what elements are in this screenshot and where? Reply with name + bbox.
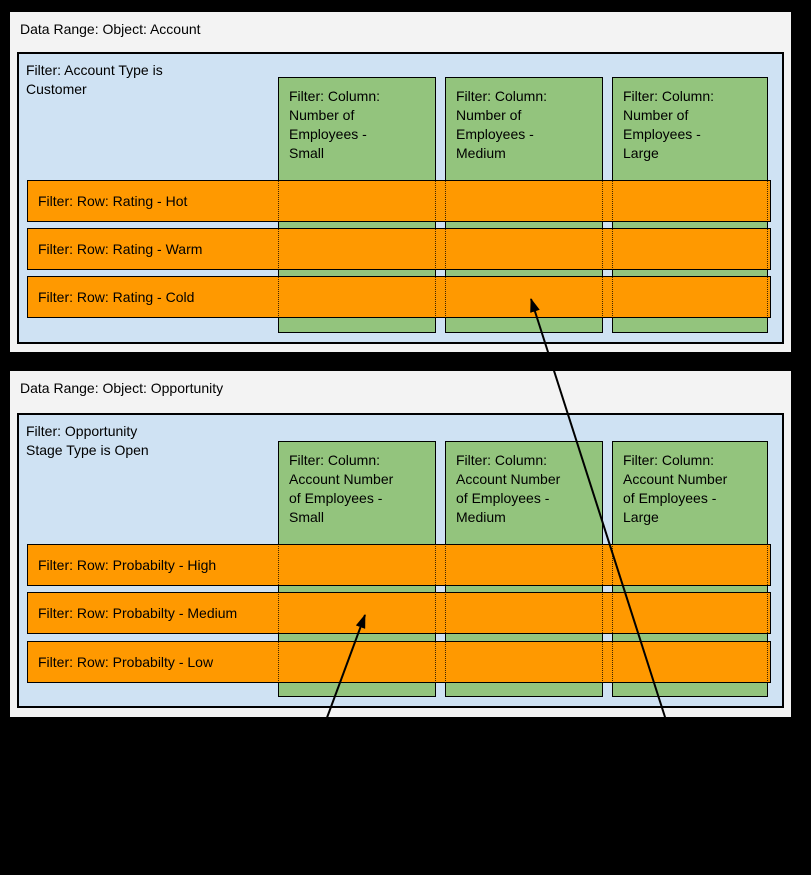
data-range-account: Data Range: Object: Account Filter: Acco… <box>8 10 793 354</box>
range-title: Data Range: Object: Account <box>20 21 201 37</box>
row-filter-label: Filter: Row: Rating - Hot <box>38 193 188 209</box>
column-filter-label: Filter: Column: Account Number of Employ… <box>456 452 561 525</box>
column-filter-label: Filter: Column: Account Number of Employ… <box>623 452 728 525</box>
filter-panel-label: Filter: Account Type is Customer <box>26 62 163 97</box>
row-filter-rating-warm: Filter: Row: Rating - Warm <box>27 228 771 270</box>
row-filter-label: Filter: Row: Rating - Warm <box>38 241 203 257</box>
range-title: Data Range: Object: Opportunity <box>20 380 224 396</box>
row-filter-probabilty-medium: Filter: Row: Probabilty - Medium <box>27 592 771 634</box>
filter-panel-label: Filter: Opportunity Stage Type is Open <box>26 423 149 458</box>
row-filter-label: Filter: Row: Probabilty - Low <box>38 654 214 670</box>
column-filter-label: Filter: Column: Account Number of Employ… <box>289 452 394 525</box>
column-filter-label: Filter: Column: Number of Employees - Sm… <box>289 88 381 161</box>
data-range-opportunity: Data Range: Object: Opportunity Filter: … <box>8 369 793 719</box>
row-filter-label: Filter: Row: Rating - Cold <box>38 289 195 305</box>
row-filter-probabilty-low: Filter: Row: Probabilty - Low <box>27 641 771 683</box>
row-filter-probabilty-high: Filter: Row: Probabilty - High <box>27 544 771 586</box>
column-filter-label: Filter: Column: Number of Employees - Me… <box>456 88 548 161</box>
row-filter-label: Filter: Row: Probabilty - High <box>38 557 217 573</box>
opportunity-filter-panel: Filter: Opportunity Stage Type is Open F… <box>17 413 784 708</box>
row-filter-rating-cold: Filter: Row: Rating - Cold <box>27 276 771 318</box>
row-filter-label: Filter: Row: Probabilty - Medium <box>38 605 238 621</box>
column-filter-label: Filter: Column: Number of Employees - La… <box>623 88 715 161</box>
account-filter-panel: Filter: Account Type is Customer Filter:… <box>17 52 784 344</box>
row-filter-rating-hot: Filter: Row: Rating - Hot <box>27 180 771 222</box>
